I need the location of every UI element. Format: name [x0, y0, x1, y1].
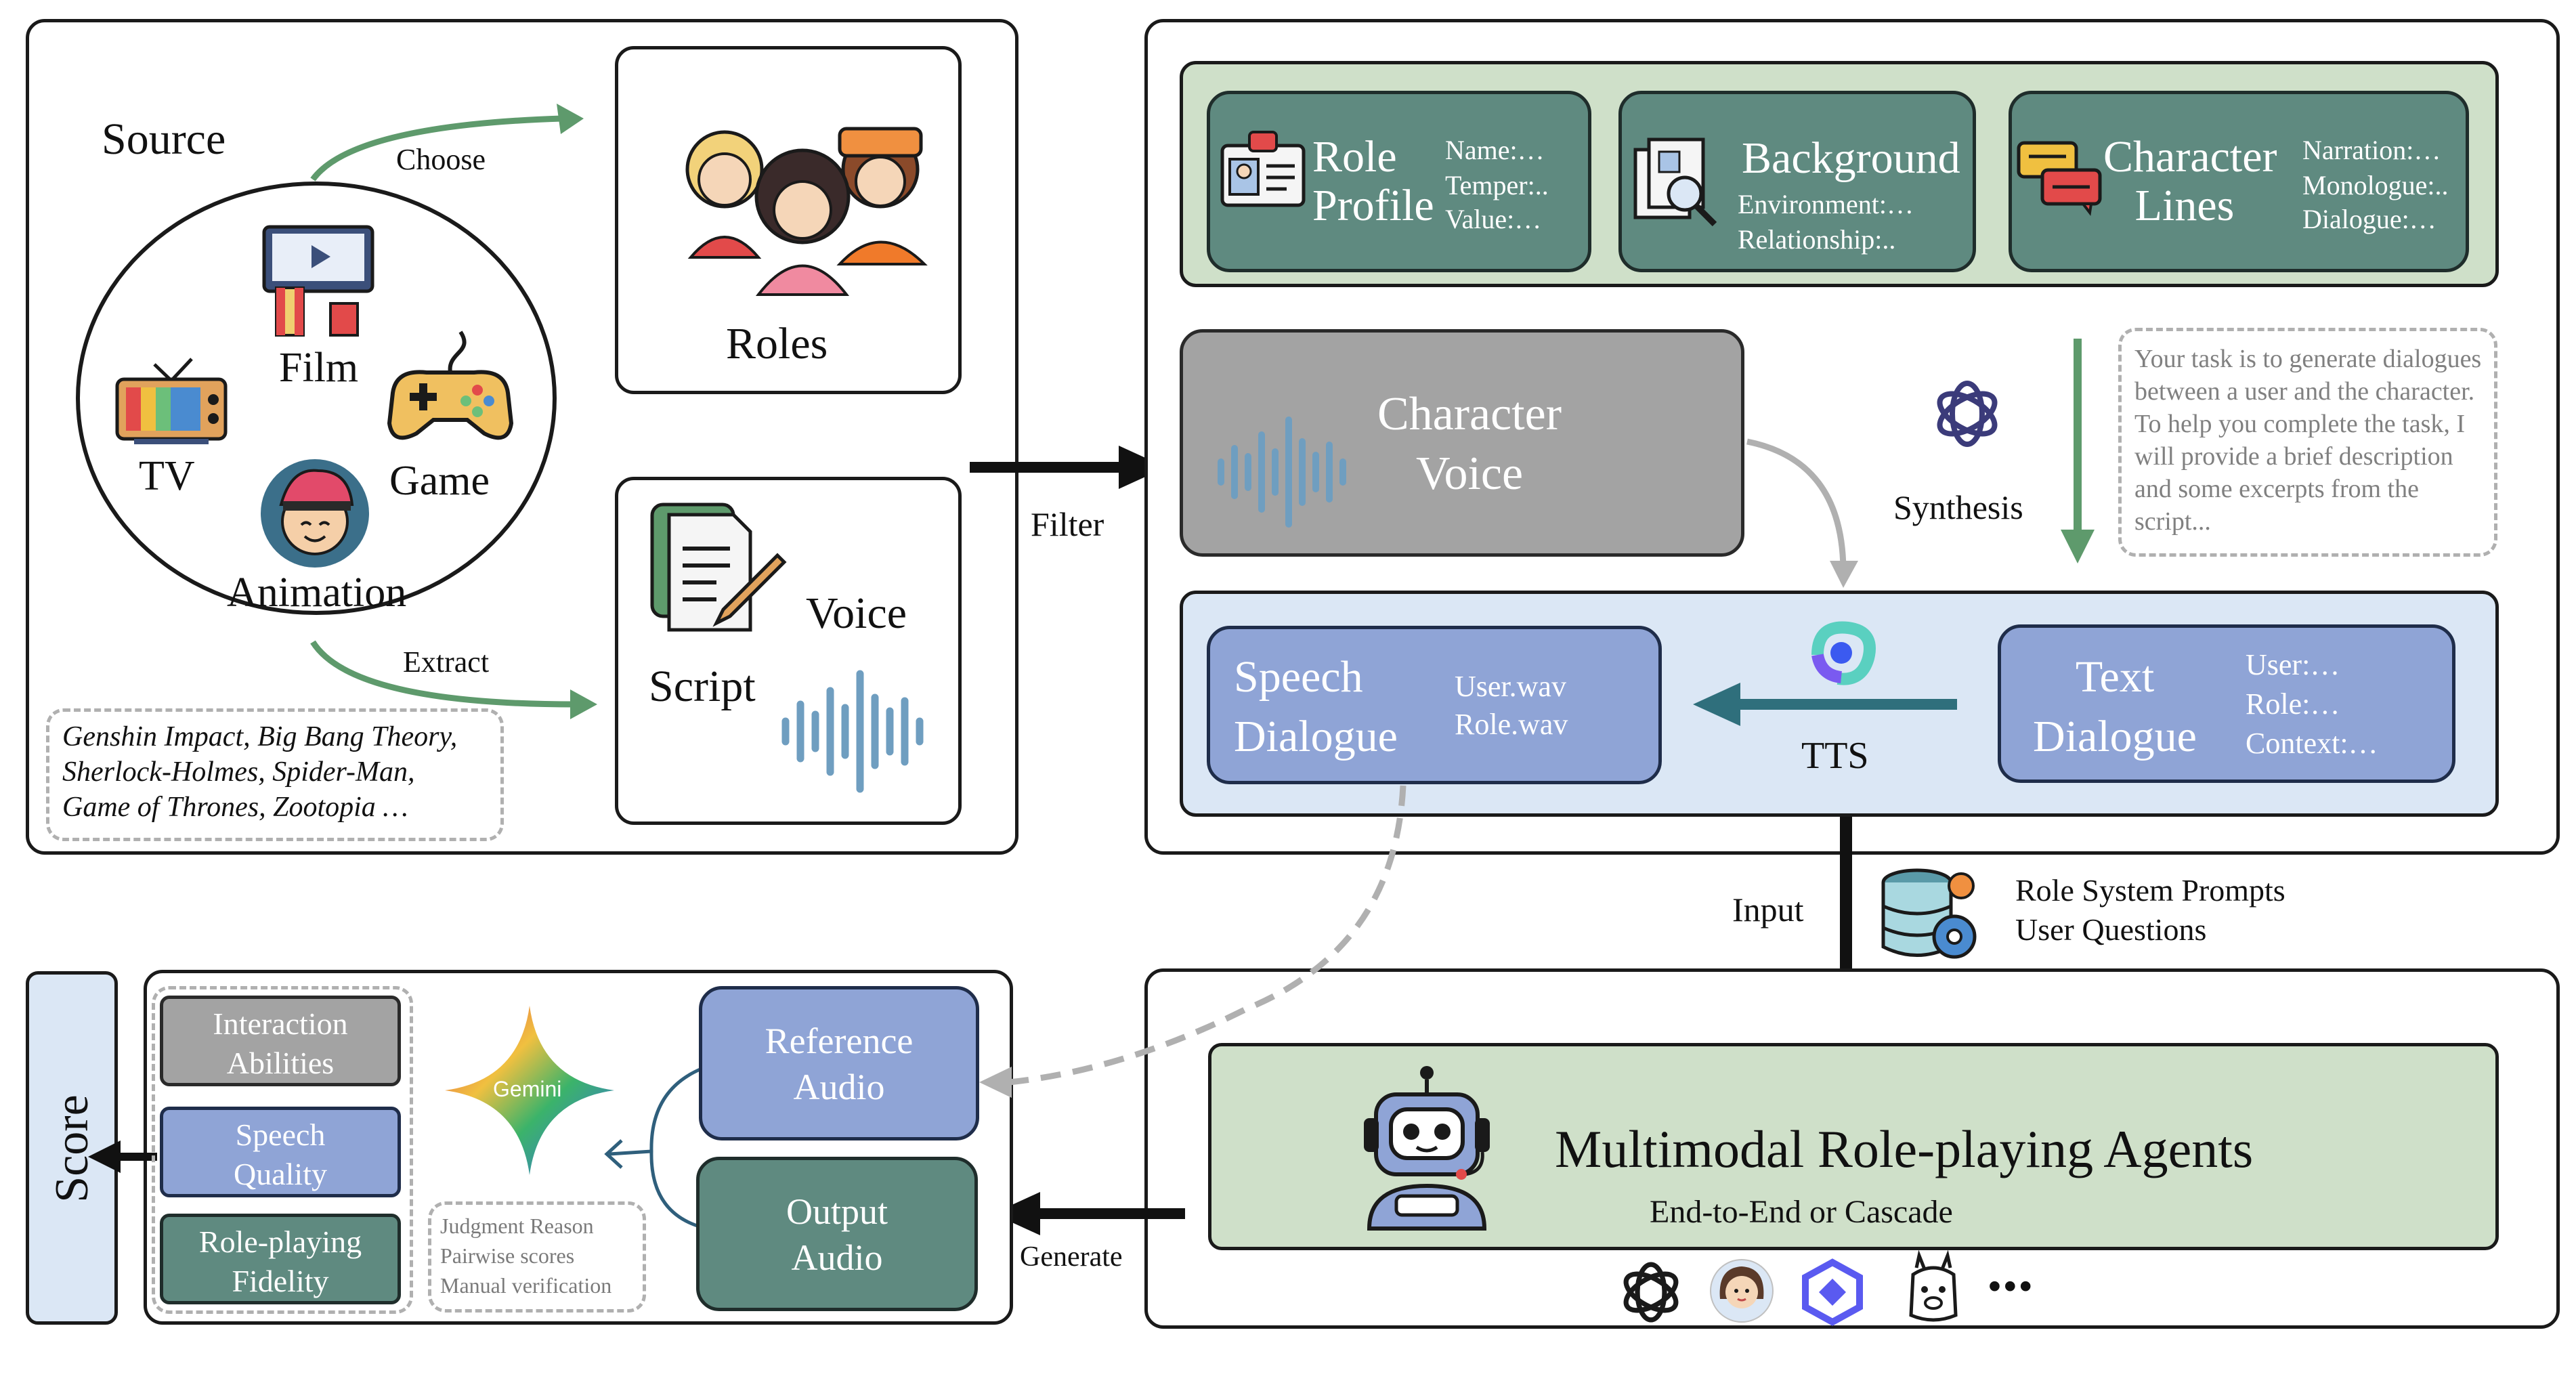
- tts-label: TTS: [1801, 735, 1869, 777]
- criterion-interaction: Interaction Abilities: [160, 996, 401, 1086]
- judgment-note-3: Manual verification: [440, 1273, 612, 1298]
- prompt-box: [2118, 328, 2497, 557]
- character-voice-title: Character Voice: [1377, 388, 1562, 500]
- choose-label: Choose: [396, 143, 486, 176]
- database-gear-icon: [1881, 868, 1977, 959]
- output-audio-card: Output Audio: [696, 1157, 978, 1311]
- character-lines-title: Character Lines: [2103, 132, 2277, 230]
- input-item-2: User Questions: [2015, 912, 2207, 947]
- role-profile-title: Role Profile: [1312, 132, 1434, 230]
- character-lines-field-3: Dialogue:…: [2302, 204, 2437, 234]
- source-label: Source: [102, 114, 226, 164]
- game-label: Game: [389, 458, 490, 504]
- character-lines-field-2: Monologue:..: [2302, 170, 2449, 200]
- generate-label: Generate: [1020, 1241, 1123, 1273]
- tv-icon: [115, 358, 228, 444]
- script-icon: [650, 503, 787, 632]
- criteria-box: [152, 986, 413, 1314]
- prompt-text: Your task is to generate dialogues betwe…: [2134, 345, 2482, 536]
- background-title: Background: [1742, 133, 1960, 183]
- robot-icon: [1364, 1066, 1490, 1231]
- gemini-label: Gemini: [493, 1077, 562, 1101]
- animation-avatar-icon: [261, 459, 369, 568]
- animation-label: Animation: [227, 570, 407, 616]
- speech-dialogue-field-1: User.wav: [1455, 670, 1566, 703]
- judgment-notes-box: [428, 1201, 646, 1313]
- qwen-icon: [1802, 1258, 1863, 1326]
- chat-bubbles-icon: [2017, 141, 2102, 216]
- character-voice-card: [1180, 329, 1744, 557]
- roles-group-icon: [685, 127, 928, 296]
- girl-avatar-icon: [1710, 1259, 1774, 1323]
- role-profile-field-3: Value:…: [1445, 204, 1542, 234]
- input-label: Input: [1732, 891, 1804, 929]
- synthesis-label: Synthesis: [1893, 488, 2023, 526]
- extract-label: Extract: [403, 645, 490, 679]
- speech-dialogue-field-2: Role.wav: [1455, 708, 1568, 741]
- game-controller-icon: [387, 330, 514, 440]
- role-profile-field-2: Temper:..: [1445, 170, 1549, 200]
- roles-label: Roles: [726, 319, 828, 368]
- source-circle: [76, 182, 557, 615]
- voice-label: Voice: [806, 589, 907, 638]
- judgment-note-2: Pairwise scores: [440, 1243, 575, 1268]
- waveform-icon: [781, 670, 924, 793]
- llama-icon: [1909, 1250, 1958, 1322]
- character-lines-field-1: Narration:…: [2302, 135, 2441, 165]
- score-box: [26, 971, 118, 1325]
- voice-waveform-icon: [1218, 417, 1346, 528]
- background-field-1: Environment:…: [1738, 189, 1914, 219]
- text-dialogue-field-3: Context:…: [2246, 727, 2378, 760]
- film-label: Film: [279, 345, 359, 391]
- speech-dialogue-title: Speech Dialogue: [1234, 652, 1398, 761]
- openai-icon: [1937, 381, 1998, 447]
- criterion-roleplay-fidelity: Role-playing Fidelity: [160, 1214, 401, 1304]
- example-line-3: Game of Thrones, Zootopia …: [62, 792, 408, 823]
- text-dialogue-field-1: User:…: [2246, 648, 2340, 681]
- film-icon: [262, 225, 374, 337]
- agent-title: Multimodal Role-playing Agents: [1555, 1119, 2254, 1178]
- filter-label: Filter: [1031, 505, 1104, 543]
- speech-dialogue-card: [1207, 626, 1662, 784]
- text-dialogue-title: Text Dialogue: [2033, 652, 2197, 761]
- judgment-note-1: Judgment Reason: [440, 1214, 594, 1238]
- documents-search-icon: [1633, 137, 1717, 227]
- script-label: Script: [649, 662, 756, 711]
- input-item-1: Role System Prompts: [2015, 873, 2285, 908]
- example-line-1: Genshin Impact, Big Bang Theory,: [62, 721, 458, 752]
- more-models-icon: •••: [1988, 1266, 2035, 1306]
- openai-model-icon: [1623, 1262, 1679, 1323]
- id-card-icon: [1220, 131, 1306, 207]
- examples-box: [46, 708, 504, 841]
- text-dialogue-field-2: Role:…: [2246, 687, 2340, 721]
- agent-subtitle: End-to-End or Cascade: [1650, 1194, 1953, 1230]
- tts-logo-icon: [1811, 621, 1876, 685]
- tv-label: TV: [139, 453, 195, 499]
- text-dialogue-card: [1998, 624, 2455, 783]
- criterion-speech-quality: Speech Quality: [160, 1107, 401, 1197]
- reference-audio-card: Reference Audio: [699, 986, 979, 1140]
- role-profile-field-1: Name:…: [1445, 135, 1545, 165]
- gemini-star-icon: [445, 1006, 614, 1175]
- background-field-2: Relationship:..: [1738, 224, 1896, 255]
- example-line-2: Sherlock-Holmes, Spider-Man,: [62, 756, 415, 788]
